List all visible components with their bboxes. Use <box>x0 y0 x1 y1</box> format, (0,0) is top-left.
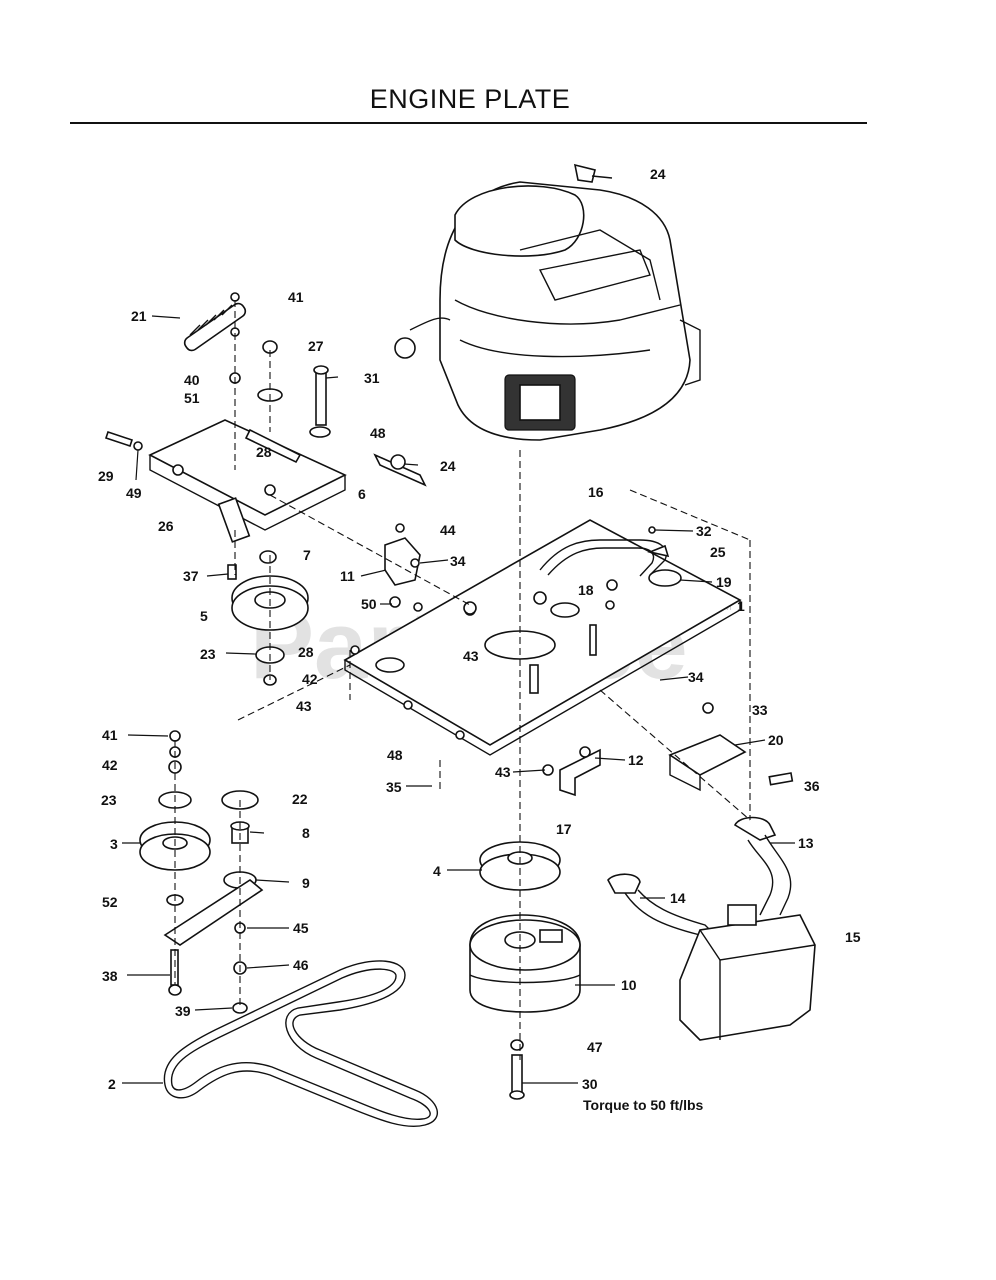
callout-3: 3 <box>110 836 118 852</box>
engine <box>394 163 701 441</box>
callout-14: 14 <box>670 890 686 906</box>
callout-18: 18 <box>578 582 594 598</box>
callout-22: 22 <box>292 791 308 807</box>
drive-belt <box>163 960 438 1127</box>
callout-25: 25 <box>710 544 726 560</box>
callout-43-left: 43 <box>296 698 312 714</box>
callout-45: 45 <box>293 920 309 936</box>
callout-49: 49 <box>126 485 142 501</box>
callout-24-engine: 24 <box>650 166 666 182</box>
callout-42-lower: 42 <box>102 757 118 773</box>
callout-28-lower: 28 <box>298 644 314 660</box>
callout-4: 4 <box>433 863 441 879</box>
fuel-line <box>463 526 682 615</box>
callout-6: 6 <box>358 486 366 502</box>
engine-plate <box>343 519 742 756</box>
callout-32: 32 <box>696 523 712 539</box>
callout-48-lower: 48 <box>387 747 403 763</box>
callout-16: 16 <box>588 484 604 500</box>
callout-43-bracket: 43 <box>495 764 511 780</box>
callout-23-lower: 23 <box>101 792 117 808</box>
callout-41-lower: 41 <box>102 727 118 743</box>
small-hardware <box>183 292 427 487</box>
callout-7: 7 <box>303 547 311 563</box>
callout-43-plate: 43 <box>463 648 479 664</box>
callout-27: 27 <box>308 338 324 354</box>
callout-21: 21 <box>131 308 147 324</box>
idler-bracket <box>104 419 347 543</box>
clutch-assembly <box>469 841 581 1100</box>
callout-47: 47 <box>587 1039 603 1055</box>
callout-17: 17 <box>556 821 572 837</box>
callout-26: 26 <box>158 518 174 534</box>
callout-5: 5 <box>200 608 208 624</box>
callout-24-fuel: 24 <box>440 458 456 474</box>
callout-19: 19 <box>716 574 732 590</box>
callout-31: 31 <box>364 370 380 386</box>
callout-28-upper: 28 <box>256 444 272 460</box>
title-divider <box>70 122 867 124</box>
leader-lines <box>122 315 795 1084</box>
callout-15: 15 <box>845 929 861 945</box>
callout-34-lower: 34 <box>688 669 704 685</box>
callout-numbers: 1 2 3 4 5 6 7 8 9 10 11 12 13 14 15 16 1… <box>98 166 861 1092</box>
callout-20: 20 <box>768 732 784 748</box>
callout-11: 11 <box>340 568 355 584</box>
callout-44: 44 <box>440 522 456 538</box>
callout-39: 39 <box>175 1003 191 1019</box>
callout-10: 10 <box>621 977 637 993</box>
exhaust-system <box>607 816 816 1041</box>
callout-12: 12 <box>628 752 644 768</box>
assembly-lines <box>174 300 751 1060</box>
callout-38: 38 <box>102 968 118 984</box>
callout-41-upper: 41 <box>288 289 304 305</box>
callout-42-upper: 42 <box>302 671 318 687</box>
callout-52: 52 <box>102 894 118 910</box>
callout-35: 35 <box>386 779 402 795</box>
callout-34-upper: 34 <box>450 553 466 569</box>
callout-23-upper: 23 <box>200 646 216 662</box>
torque-note: Torque to 50 ft/lbs <box>583 1097 704 1113</box>
callout-29: 29 <box>98 468 114 484</box>
callout-9: 9 <box>302 875 310 891</box>
callout-37: 37 <box>183 568 199 584</box>
callout-1: 1 <box>737 598 745 614</box>
callout-30: 30 <box>582 1076 598 1092</box>
callout-8: 8 <box>302 825 310 841</box>
callout-46: 46 <box>293 957 309 973</box>
callout-40: 40 <box>184 372 200 388</box>
callout-48-upper: 48 <box>370 425 386 441</box>
callout-2: 2 <box>108 1076 116 1092</box>
callout-50: 50 <box>361 596 377 612</box>
callout-13: 13 <box>798 835 814 851</box>
exhaust-brackets <box>542 702 794 797</box>
callout-36: 36 <box>804 778 820 794</box>
page-title: ENGINE PLATE <box>369 84 571 114</box>
callout-33: 33 <box>752 702 768 718</box>
callout-51: 51 <box>184 390 200 406</box>
idler-assembly-lower <box>139 730 264 1014</box>
